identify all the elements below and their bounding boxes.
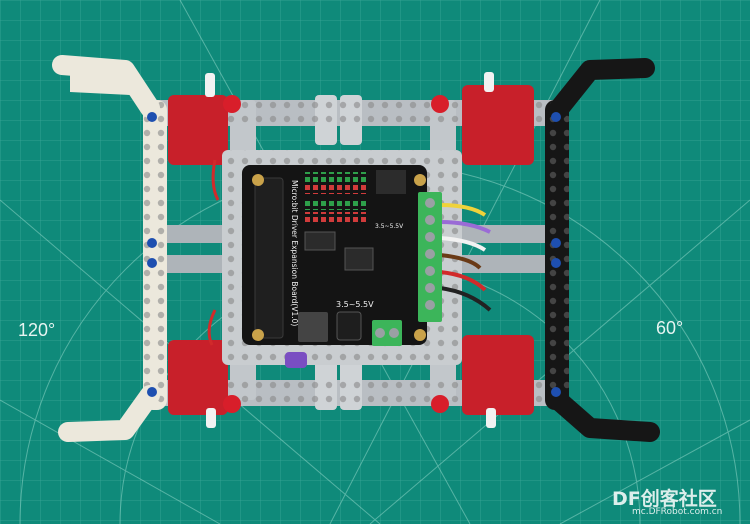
wires [207,159,492,346]
terminal-block [372,192,442,346]
board-voltage-large: 3.5~5.5V [336,300,374,309]
motor-bottom-right [462,335,534,428]
mat-angle-left: 120° [18,320,56,340]
white-beam-left [52,55,167,442]
watermark-brand: DF创客社区 [612,488,717,510]
red-pins [223,95,449,413]
driver-board [242,165,427,345]
motor-top-right [462,72,534,165]
battery-clip [285,352,307,368]
board-voltage-small: 3.5~5.5V [375,223,404,230]
motor-bottom-left [168,340,228,428]
mat-angle-right: 60° [656,318,684,338]
black-beam-right [545,58,660,442]
watermark-url: mc.DFRobot.com.cn [632,507,723,517]
motor-top-left [168,73,228,165]
board-name-text: Micro:bit Driver Expansion Board(V1.0) [290,180,299,326]
